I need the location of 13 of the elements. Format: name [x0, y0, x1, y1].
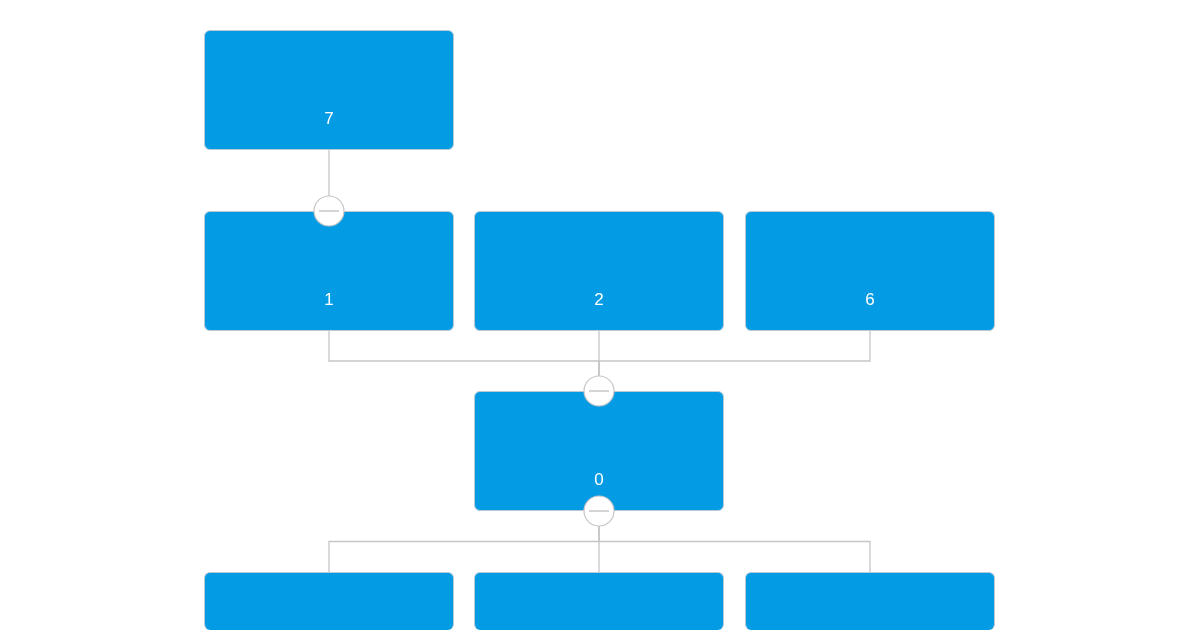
node-box	[745, 211, 995, 331]
node-box	[204, 572, 454, 630]
node-box	[474, 572, 724, 630]
node-label: 1	[324, 290, 334, 310]
node-label: 6	[865, 290, 875, 310]
node-label: 7	[324, 109, 334, 129]
node-box	[745, 572, 995, 630]
node-box	[204, 30, 454, 150]
node-box	[474, 211, 724, 331]
node-box	[204, 211, 454, 331]
node-box	[474, 391, 724, 511]
node-label: 2	[594, 290, 604, 310]
node-label: 0	[594, 470, 604, 490]
